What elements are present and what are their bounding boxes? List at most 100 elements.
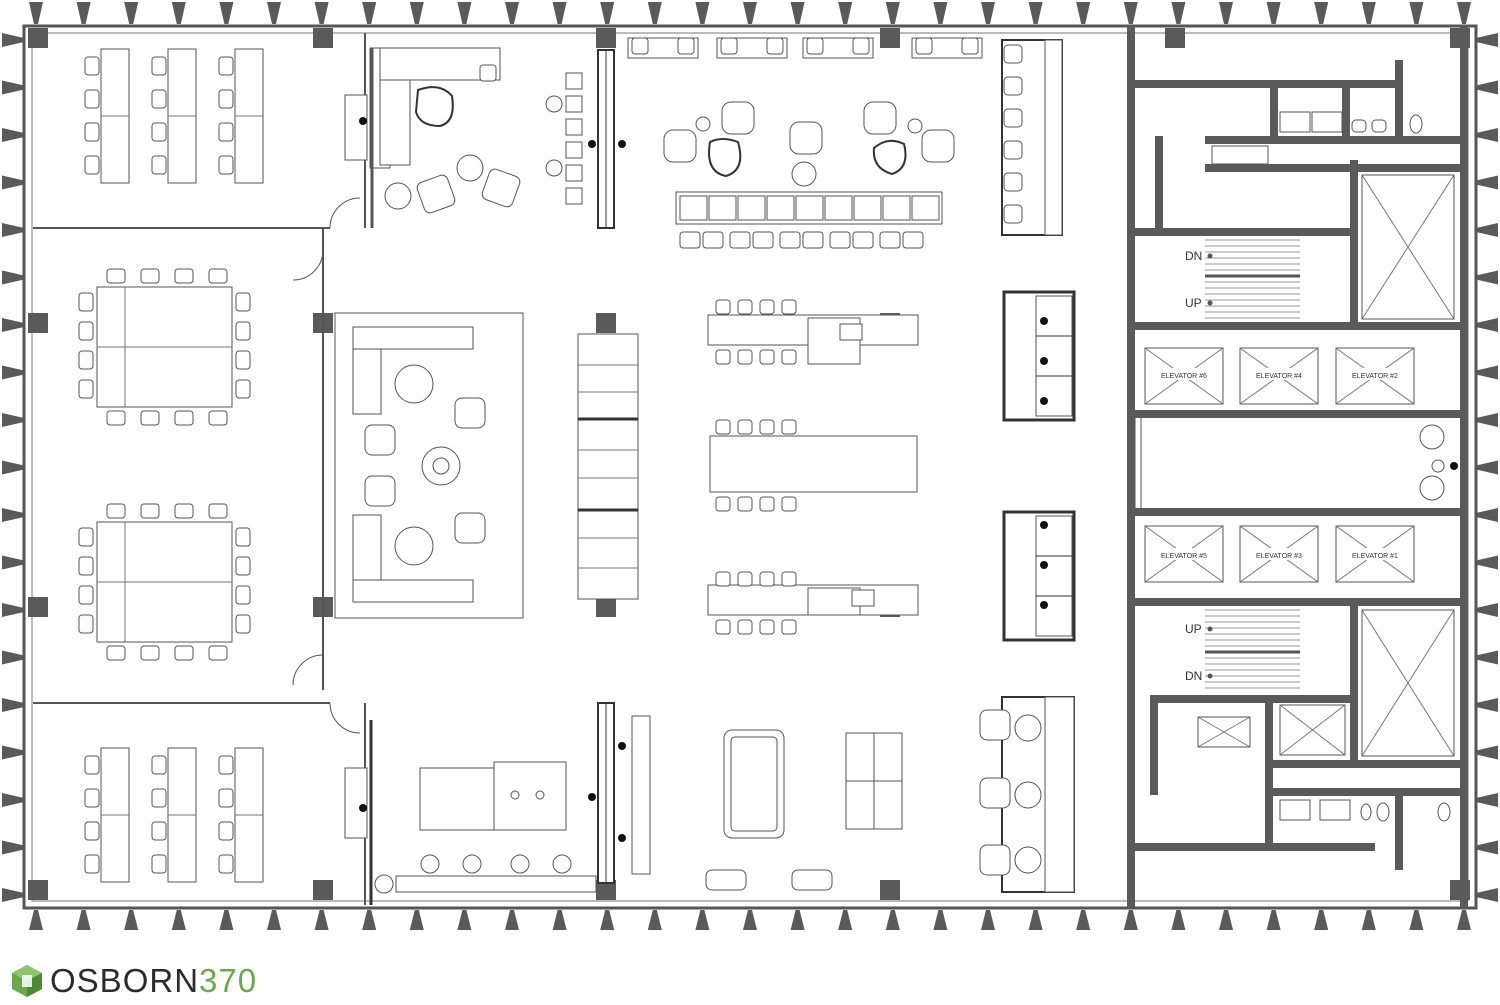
conference-chair (208, 268, 228, 284)
sofa-seat (737, 195, 766, 221)
facade-fin (2, 223, 24, 237)
island-stool (759, 419, 775, 435)
desk-chair (218, 755, 234, 775)
workstations-northwest (84, 48, 264, 184)
facade-fin (1076, 910, 1091, 930)
booth-chair (1003, 204, 1023, 224)
elevator-6-label: ELEVATOR #6 (1161, 373, 1207, 380)
bench-chair (779, 231, 801, 249)
facade-fin (1028, 2, 1043, 24)
elevator-3-label: ELEVATOR #3 (1256, 553, 1302, 560)
island-stool (759, 571, 775, 587)
facade-fin (1476, 698, 1498, 712)
conference-chair (78, 379, 94, 399)
structural-column (596, 28, 616, 48)
desk-chair (84, 788, 100, 808)
desk-chair (84, 89, 100, 109)
facade-fin (457, 910, 472, 930)
facade-fin (933, 2, 948, 24)
sofa-seat (766, 195, 795, 221)
island-stool (781, 299, 797, 315)
facade-fin (1476, 270, 1498, 285)
sofa-seat (882, 195, 911, 221)
bench-chair (752, 231, 774, 249)
cafe-chair (677, 37, 695, 55)
island-stool (715, 349, 731, 365)
island-stool (737, 349, 753, 365)
lounge-chair (921, 129, 955, 163)
conference-chair (78, 614, 94, 634)
island-stool (715, 496, 731, 512)
lounge-chair (721, 101, 755, 135)
desk-chair (218, 821, 234, 841)
facade-fin (981, 910, 995, 930)
structural-column (28, 597, 48, 617)
facade-fin (1476, 365, 1498, 380)
facade-fin (314, 2, 329, 24)
conference-table-north (78, 268, 251, 426)
facade-fin (2, 270, 24, 285)
game-area (705, 729, 903, 891)
stool (545, 95, 563, 113)
workstations-southwest (84, 747, 264, 883)
facade-fin (2, 888, 24, 902)
facade-fin (2, 840, 24, 855)
facade-fin (29, 2, 43, 24)
desk-chair (84, 56, 100, 76)
conference-chair (78, 292, 94, 312)
facade-fin (1476, 840, 1498, 855)
conference-chair (235, 585, 251, 605)
facade-fin (2, 603, 24, 617)
conference-chair (140, 268, 160, 284)
facade-fin (2, 650, 24, 665)
desk-chair (218, 788, 234, 808)
facade-fin (409, 2, 424, 24)
conference-chair (140, 410, 160, 426)
shelving-spine (577, 333, 639, 600)
conference-chair (208, 503, 228, 519)
facade-fin (1266, 2, 1281, 24)
island-stool (715, 571, 731, 587)
desk-chair (84, 155, 100, 175)
conference-chair (78, 350, 94, 370)
elevator-5-label: ELEVATOR #5 (1161, 553, 1207, 560)
facade-fin (790, 2, 805, 24)
desk-chair (84, 122, 100, 142)
facade-fin (2, 508, 24, 522)
structural-column (880, 28, 900, 48)
desk-chair (84, 755, 100, 775)
stool (565, 164, 583, 182)
facade-fin (1409, 2, 1424, 24)
stair-north: DN UP (1185, 239, 1300, 319)
glass-wall-north (588, 49, 626, 229)
facade-fin (2, 33, 24, 47)
facade-fin (219, 2, 234, 24)
desk-chair (151, 821, 167, 841)
bench-chair (852, 231, 874, 249)
facade-fin (1123, 910, 1138, 930)
desk-chair (151, 56, 167, 76)
elevator-bank-south: ELEVATOR #5 ELEVATOR #3 ELEVATOR #1 (1144, 525, 1415, 583)
structural-column (28, 880, 48, 900)
facade-fin (600, 2, 615, 24)
cafe-chair (631, 37, 649, 55)
lounge-chair (789, 121, 823, 155)
facade-fin (267, 2, 281, 24)
facade-fin (1171, 2, 1186, 24)
facade-fin (743, 910, 757, 930)
facade-fin (457, 2, 472, 24)
brand-name-number: 370 (199, 962, 258, 999)
facade-fin (1361, 910, 1376, 930)
desk-chair (84, 821, 100, 841)
facade-fin (1476, 650, 1498, 665)
facade-fin (2, 80, 24, 95)
lounge-central (334, 312, 524, 619)
facade-fin (1476, 33, 1498, 47)
facade-fin (647, 910, 662, 930)
facade-fin (1076, 2, 1091, 24)
structural-column (28, 28, 48, 48)
conference-chair (174, 268, 194, 284)
core-walls (1127, 26, 1468, 908)
facade-fins (2, 2, 1498, 930)
desk-chair (218, 155, 234, 175)
